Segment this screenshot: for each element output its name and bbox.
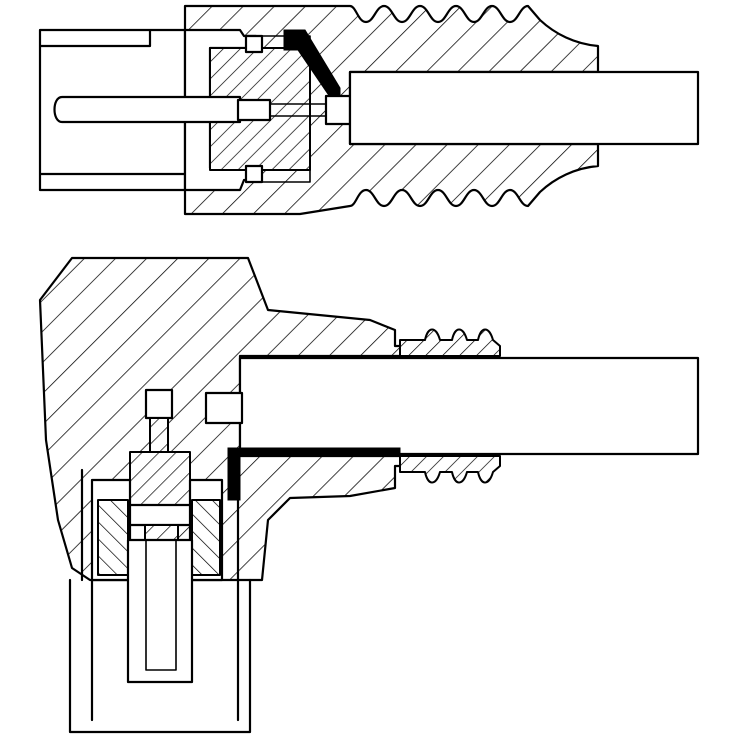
- threaded-collar: [399, 328, 501, 357]
- socket-sleeve: [68, 468, 252, 734]
- cable: [348, 70, 700, 146]
- straight-connector: [38, 4, 700, 216]
- pin-head: [144, 388, 174, 420]
- crimp-strip: [227, 447, 401, 501]
- cable-tip-block: [204, 391, 244, 425]
- pin-lower-shaft: [126, 538, 194, 684]
- right-angle-connector: [38, 256, 700, 734]
- shell-sleeve: [38, 28, 187, 192]
- cable: [238, 356, 700, 456]
- pin-contact: [129, 451, 191, 506]
- center-pin: [53, 94, 352, 126]
